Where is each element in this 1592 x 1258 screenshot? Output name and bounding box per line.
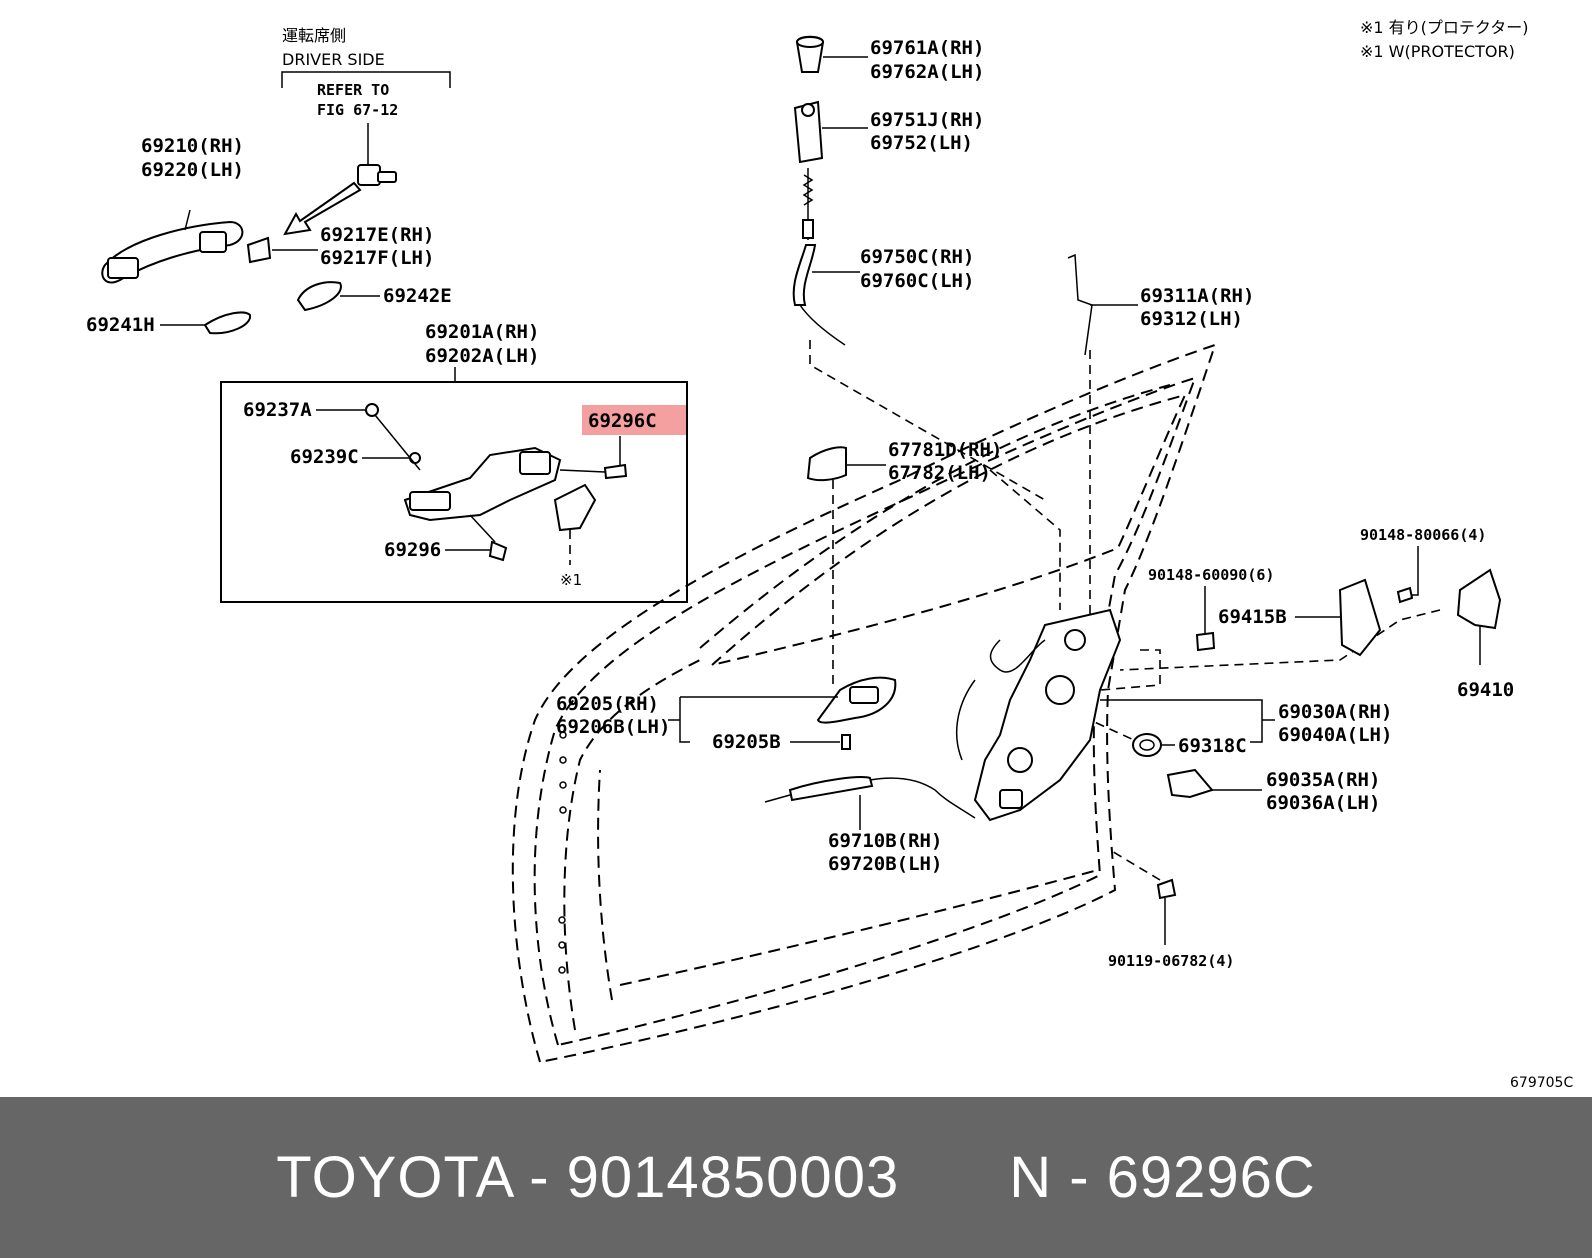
label-69205: 69205(RH) xyxy=(556,693,659,715)
label-69242E: 69242E xyxy=(383,285,452,307)
door-lock-assembly: 69030A(RH) 69040A(LH) 69318C 69035A(RH) … xyxy=(955,608,1392,822)
label-69040A: 69040A(LH) xyxy=(1278,724,1392,746)
refer-fig-label: FIG 67-12 xyxy=(317,101,398,119)
pad-striker-part xyxy=(1338,578,1382,657)
label-69720B: 69720B(LH) xyxy=(828,853,942,875)
label-69217E: 69217E(RH) xyxy=(320,224,434,246)
handle-pad-part xyxy=(246,236,272,264)
label-67782: 67782(LH) xyxy=(888,462,991,484)
parts-diagram: 運転席側 DRIVER SIDE REFER TO FIG 67-12 6921… xyxy=(86,18,1573,1091)
lock-cylinder-part xyxy=(357,164,381,186)
label-69318C: 69318C xyxy=(1178,735,1247,757)
outside-handle-parts: 69210(RH) 69220(LH) 69217E(RH) 69217F(LH… xyxy=(86,135,452,336)
lock-rod-part xyxy=(1067,253,1093,356)
refer-arrow-icon xyxy=(283,181,362,236)
bolt-part xyxy=(1156,878,1177,900)
highlight-69296C xyxy=(582,405,686,435)
label-69210: 69210(RH) xyxy=(141,135,244,157)
label-69217F: 69217F(LH) xyxy=(320,247,434,269)
label-69030A: 69030A(RH) xyxy=(1278,701,1392,723)
cable-parts: 69761A(RH) 69762A(LH) 69751J(RH) 69752(L… xyxy=(792,35,1254,484)
note-en: ※1 W(PROTECTOR) xyxy=(1360,42,1515,61)
label-69206B: 69206B(LH) xyxy=(556,716,670,738)
driver-side-jp-label: 運転席側 xyxy=(282,26,346,45)
label-69410: 69410 xyxy=(1457,679,1514,701)
label-69296C: 69296C xyxy=(588,410,657,432)
door-outline xyxy=(511,343,1217,1064)
label-90119: 90119-06782(4) xyxy=(1108,952,1234,970)
label-69752: 69752(LH) xyxy=(870,132,973,154)
cable-part xyxy=(792,244,817,306)
label-69035A: 69035A(RH) xyxy=(1266,769,1380,791)
label-69751J: 69751J(RH) xyxy=(870,109,984,131)
label-69036A: 69036A(LH) xyxy=(1266,792,1380,814)
label-note-mark: ※1 xyxy=(560,571,582,589)
label-67781D: 67781D(RH) xyxy=(888,439,1002,461)
label-69311A: 69311A(RH) xyxy=(1140,285,1254,307)
footer-reference: N - 69296C xyxy=(1009,1145,1316,1210)
label-69750C: 69750C(RH) xyxy=(860,246,974,268)
driver-side-label: DRIVER SIDE xyxy=(282,50,385,69)
label-69241H: 69241H xyxy=(86,314,155,336)
cap-part xyxy=(296,281,342,312)
note-jp: ※1 有り(プロテクター) xyxy=(1360,18,1529,37)
label-69237A: 69237A xyxy=(243,399,312,421)
switch-part xyxy=(1166,768,1214,799)
label-69415B: 69415B xyxy=(1218,606,1287,628)
protector-part xyxy=(553,483,597,532)
label-69296: 69296 xyxy=(384,539,441,561)
striker-part xyxy=(1456,568,1502,630)
footer-brand-part-number: TOYOTA - 9014850003 xyxy=(276,1145,900,1210)
driver-side-reference: 運転席側 DRIVER SIDE REFER TO FIG 67-12 xyxy=(281,26,451,236)
label-69220: 69220(LH) xyxy=(141,159,244,181)
label-69762A: 69762A(LH) xyxy=(870,61,984,83)
washer-part xyxy=(1132,733,1162,757)
label-69239C: 69239C xyxy=(290,446,359,468)
label-69202A: 69202A(LH) xyxy=(425,345,539,367)
frame-assembly-box: 69201A(RH) 69202A(LH) 69237A 69296C 6923… xyxy=(220,321,688,603)
label-69201A: 69201A(RH) xyxy=(425,321,539,343)
refer-to-label: REFER TO xyxy=(317,81,389,99)
figure-id: 679705C xyxy=(1510,1075,1573,1091)
label-69761A: 69761A(RH) xyxy=(870,37,984,59)
label-90148-60090: 90148-60090(6) xyxy=(1148,566,1274,584)
label-90148-80066: 90148-80066(4) xyxy=(1360,526,1486,544)
pad-part xyxy=(203,311,252,335)
label-69760C: 69760C(LH) xyxy=(860,270,974,292)
label-69710B: 69710B(RH) xyxy=(828,830,942,852)
cover-part xyxy=(806,446,847,482)
footer-bar: TOYOTA - 9014850003 N - 69296C xyxy=(0,1097,1592,1258)
label-69205B: 69205B xyxy=(712,731,781,753)
striker-parts: 90148-80066(4) 69410 69415B 90148-60090(… xyxy=(1108,526,1514,970)
inside-cable-part xyxy=(788,776,874,802)
label-69312: 69312(LH) xyxy=(1140,308,1243,330)
lock-assembly-part xyxy=(973,608,1122,822)
inside-handle-parts: 69205(RH) 69206B(LH) 69205B 69710B(RH) 6… xyxy=(556,676,976,875)
